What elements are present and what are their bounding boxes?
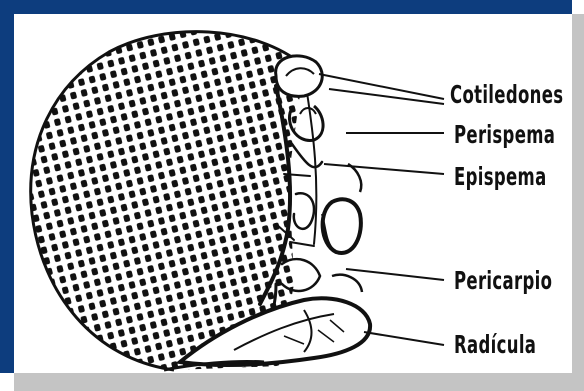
label-perispema: Perispema [454,122,555,147]
middle-oval [322,164,362,292]
diagram-frame: Cotiledones Perispema Epispema Pericarpi… [0,0,572,373]
seed-illustration [14,14,572,373]
diagram-panel: Cotiledones Perispema Epispema Pericarpi… [14,14,572,373]
label-epispema: Epispema [454,164,547,189]
label-radicula: Radícula [454,332,536,357]
leader-line-radicula [364,332,444,345]
leader-line-epispema [324,164,444,174]
leader-line-pericarpio [346,269,444,280]
label-cotiledones: Cotiledones [450,82,563,107]
label-pericarpio: Pericarpio [454,268,552,293]
